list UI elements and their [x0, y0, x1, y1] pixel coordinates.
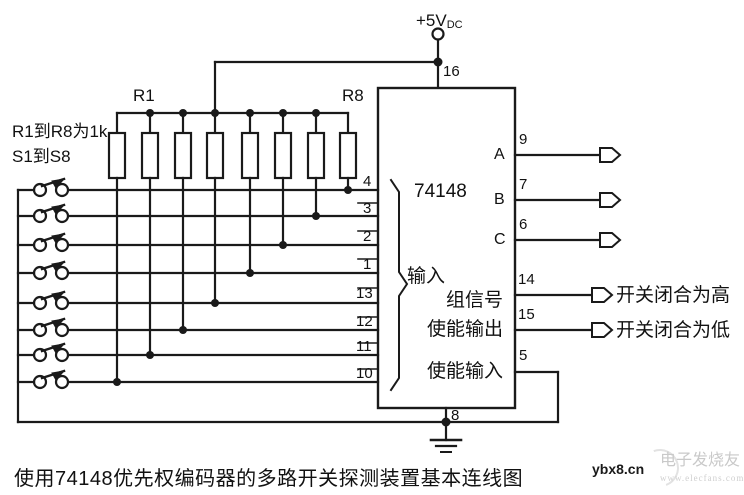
rail-junction-dot — [146, 109, 154, 117]
pin-label-input-2: 3 — [363, 200, 372, 217]
pin-label-input-6: 12 — [356, 313, 373, 330]
resistor-r1 — [107, 131, 127, 180]
switch-s4-terminal-right[interactable] — [54, 265, 70, 281]
resistor-r6 — [273, 131, 293, 180]
pin-label-7: 7 — [519, 176, 528, 193]
annotation-switch-closed-low: 开关闭合为低 — [616, 320, 731, 341]
switch-s6-arrow[interactable] — [51, 318, 66, 329]
rail-junction-dot — [179, 109, 187, 117]
note-switch-range: S1到S8 — [12, 147, 71, 166]
output-letter-a: A — [494, 146, 505, 163]
pin-label-input-3: 2 — [363, 228, 372, 245]
switch-s7-arrow[interactable] — [51, 343, 66, 354]
figure-caption: 使用74148优先权编码器的多路开关探测装置基本连线图 — [14, 468, 524, 490]
switch-s3-terminal-right[interactable] — [54, 237, 70, 253]
resistor-r2 — [140, 131, 160, 180]
rail-junction-dot — [279, 109, 287, 117]
switch-s7-terminal-right[interactable] — [54, 347, 70, 363]
switch-s1-terminal-right[interactable] — [54, 182, 70, 198]
watermark-site-text: ybx8.cn — [592, 461, 645, 477]
switch-s8-arrow[interactable] — [51, 370, 66, 381]
resistor-ref-first: R1 — [133, 86, 155, 105]
switch-s6-terminal-right[interactable] — [54, 322, 70, 338]
pin-label-15: 15 — [518, 306, 535, 323]
watermark-logo-name: 电子发烧友 — [660, 452, 741, 469]
pin-label-input-7: 11 — [356, 338, 372, 355]
pin-label-5: 5 — [519, 347, 528, 364]
resistor-r5 — [240, 131, 260, 180]
pin-label-input-4: 1 — [363, 256, 372, 273]
output-terminal-a-icon[interactable] — [599, 147, 622, 163]
pin-label-8: 8 — [451, 407, 460, 424]
pin-label-16: 16 — [443, 63, 460, 80]
resistor-r3 — [173, 131, 193, 180]
switch-s3-arrow[interactable] — [51, 233, 66, 244]
switch-s2-terminal-right[interactable] — [54, 208, 70, 224]
output-terminal-b-icon[interactable] — [599, 192, 622, 208]
switch-s4-arrow[interactable] — [51, 261, 66, 272]
switch-s5-arrow[interactable] — [51, 291, 66, 302]
note-resistor-values: R1到R8为1k — [12, 122, 108, 141]
pin-label-9: 9 — [519, 131, 528, 148]
supply-terminal-icon — [431, 27, 445, 41]
signal-label-group-signal: 组信号 — [446, 290, 504, 311]
switch-s1-arrow[interactable] — [51, 178, 66, 189]
output-terminal-group-signal-icon[interactable] — [591, 287, 614, 303]
output-terminal-c-icon[interactable] — [599, 232, 622, 248]
rail-junction-dot — [246, 109, 254, 117]
pin-label-6: 6 — [519, 216, 528, 233]
junction-dot — [344, 186, 352, 194]
junction-dot — [279, 241, 287, 249]
rail-junction-dot — [312, 109, 320, 117]
junction-dot — [246, 269, 254, 277]
watermark-logo-url: www.elecfans.com — [660, 473, 744, 483]
vcc-junction-dot — [433, 57, 443, 67]
supply-voltage-label: +5VDC — [416, 11, 463, 31]
signal-label-enable-output: 使能输出 — [427, 319, 504, 340]
pin-label-input-1: 4 — [363, 173, 372, 190]
junction-dot — [312, 212, 320, 220]
junction-dot — [113, 378, 121, 386]
resistor-r7 — [306, 131, 326, 180]
ic-input-group-label: 输入 — [407, 266, 446, 287]
junction-dot — [146, 351, 154, 359]
output-letter-b: B — [494, 191, 505, 208]
output-letter-c: C — [494, 231, 506, 248]
annotation-switch-closed-high: 开关闭合为高 — [616, 285, 731, 306]
resistor-r8 — [338, 131, 358, 180]
resistor-r4 — [205, 131, 225, 180]
input-group-bracket — [389, 178, 409, 392]
output-terminal-enable-output-icon[interactable] — [591, 322, 614, 338]
junction-dot — [179, 326, 187, 334]
switch-s8-terminal-right[interactable] — [54, 374, 70, 390]
switch-s5-terminal-right[interactable] — [54, 295, 70, 311]
switch-s2-arrow[interactable] — [51, 204, 66, 215]
watermark-logo: 电子发烧友 www.elecfans.com — [660, 446, 744, 483]
pin-label-input-8: 10 — [356, 365, 373, 382]
pin-label-input-5: 13 — [356, 285, 373, 302]
signal-label-enable-input: 使能输入 — [427, 361, 504, 382]
junction-dot — [211, 299, 219, 307]
pin-label-14: 14 — [518, 271, 535, 288]
rail-junction-dot — [211, 109, 219, 117]
ic-name-label: 74148 — [414, 181, 467, 202]
resistor-ref-last: R8 — [342, 86, 364, 105]
ic-74148-body — [376, 86, 517, 410]
